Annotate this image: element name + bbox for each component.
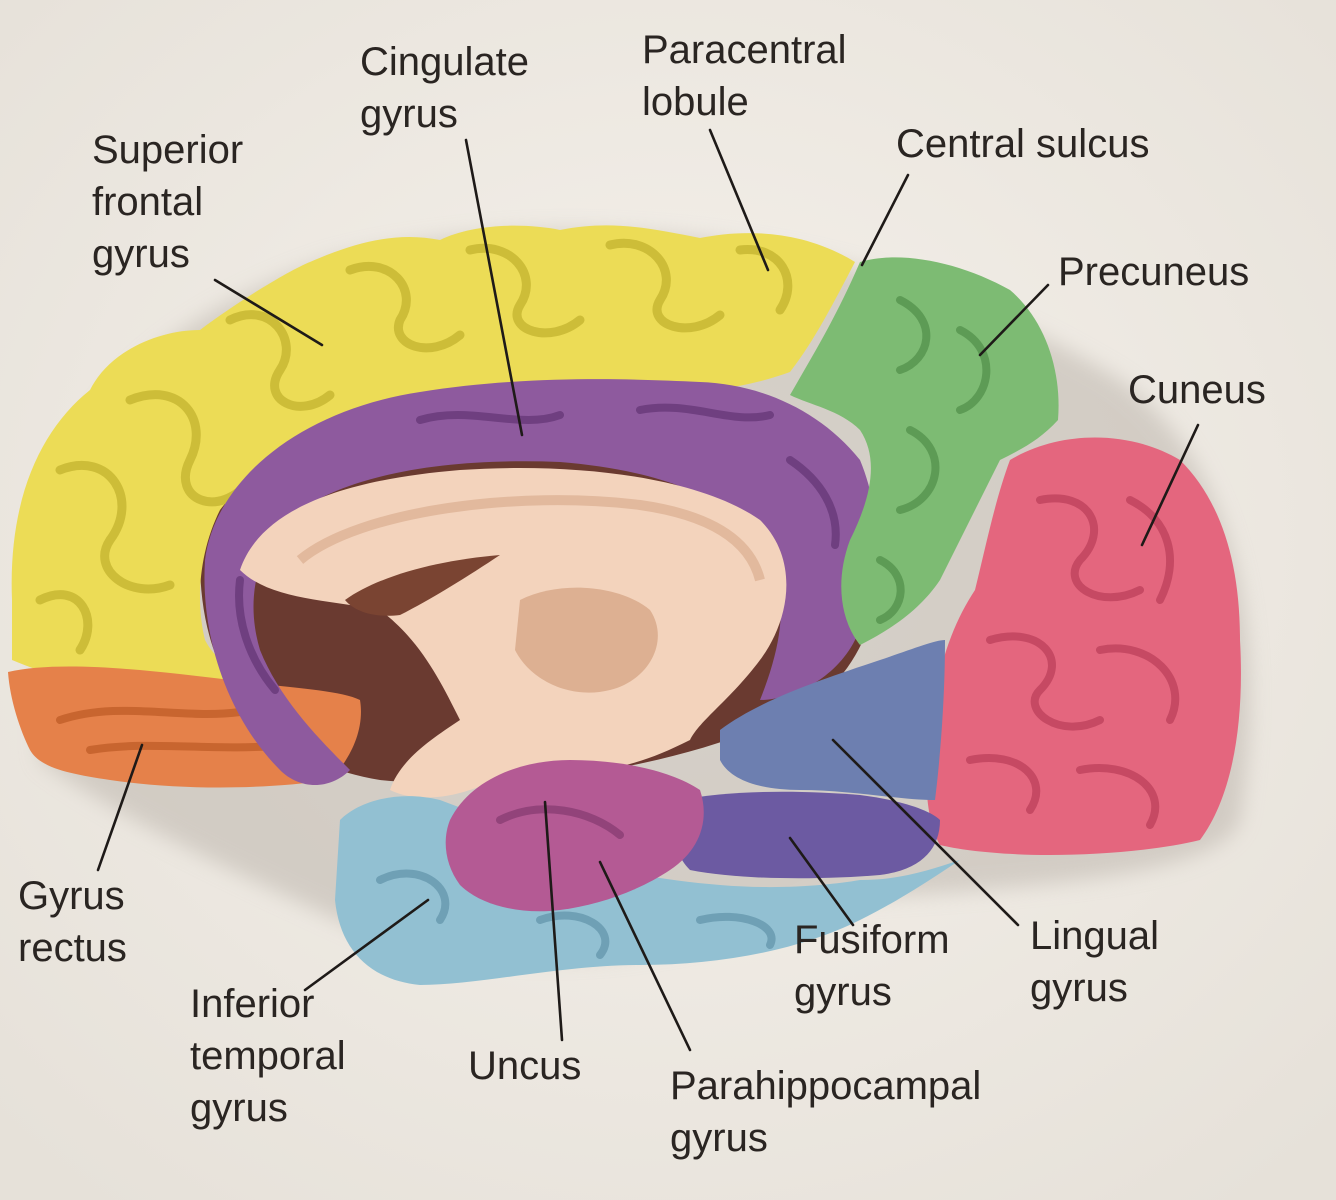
label-inferior-temporal-gyrus: Inferior temporal gyrus [190, 978, 346, 1134]
label-superior-frontal-gyrus: Superior frontal gyrus [92, 124, 243, 280]
label-line: frontal [92, 180, 204, 224]
leader-lingual [831, 738, 1020, 927]
label-line: Inferior [190, 982, 315, 1026]
cuneus-region [926, 437, 1241, 855]
label-line: Central sulcus [896, 122, 1150, 166]
label-line: gyrus [92, 232, 190, 276]
leader-cingulate [464, 138, 524, 437]
leader-central-sulcus [860, 173, 910, 267]
label-line: Paracentral [642, 28, 847, 72]
cingulate-folds [235, 403, 840, 694]
label-gyrus-rectus: Gyrus rectus [18, 870, 127, 974]
cingulate-gyrus-region [204, 379, 877, 785]
leader-lines [96, 128, 1200, 1052]
label-line: Lingual [1030, 914, 1160, 958]
leader-inferior-temporal [303, 898, 430, 992]
label-line: rectus [18, 926, 127, 970]
label-cingulate-gyrus: Cingulate gyrus [360, 36, 529, 140]
label-uncus: Uncus [468, 1040, 581, 1092]
label-cuneus: Cuneus [1128, 364, 1266, 416]
leader-precuneus [978, 283, 1050, 357]
label-line: Gyrus [18, 874, 125, 918]
label-central-sulcus: Central sulcus [896, 118, 1149, 170]
label-line: Parahippocampal [670, 1064, 982, 1108]
ventricle-arc [296, 495, 765, 582]
superior-frontal-gyrus-region [11, 225, 856, 703]
label-line: lobule [642, 80, 749, 124]
label-line: gyrus [190, 1086, 288, 1130]
leader-superior-frontal [213, 278, 324, 347]
leader-gyrus-rectus [96, 743, 144, 872]
label-line: Uncus [468, 1044, 582, 1088]
leader-parahippocampal [598, 860, 692, 1052]
label-line: gyrus [360, 92, 458, 136]
parahippocampal-gyrus-region [673, 791, 940, 879]
label-line: Precuneus [1058, 250, 1250, 294]
corpus-callosum-region [240, 468, 787, 798]
leader-cuneus [1140, 423, 1200, 547]
leader-uncus [543, 800, 564, 1042]
uncus-fold [496, 805, 624, 839]
label-line: gyrus [794, 970, 892, 1014]
fusiform-gyrus-region [720, 640, 945, 800]
thalamus-area [515, 587, 658, 693]
label-line: Fusiform [794, 918, 950, 962]
label-line: Cingulate [360, 40, 530, 84]
label-parahippocampal-gyrus: Parahippocampal gyrus [670, 1060, 981, 1164]
label-lingual-gyrus: Lingual gyrus [1030, 910, 1159, 1014]
leader-paracentral [708, 128, 770, 272]
label-paracentral-lobule: Paracentral lobule [642, 24, 847, 128]
leader-fusiform [788, 836, 855, 927]
label-line: temporal [190, 1034, 346, 1078]
label-line: gyrus [1030, 966, 1128, 1010]
label-line: Superior [92, 128, 244, 172]
cuneus-folds [966, 494, 1180, 829]
lateral-ventricle [345, 555, 500, 616]
precuneus-folds [876, 296, 991, 624]
uncus-region [445, 760, 704, 912]
precuneus-region [790, 257, 1059, 645]
frontal-folds [35, 238, 793, 655]
label-line: Cuneus [1128, 368, 1266, 412]
label-line: gyrus [670, 1116, 768, 1160]
label-precuneus: Precuneus [1058, 246, 1249, 298]
label-fusiform-gyrus: Fusiform gyrus [794, 914, 950, 1018]
